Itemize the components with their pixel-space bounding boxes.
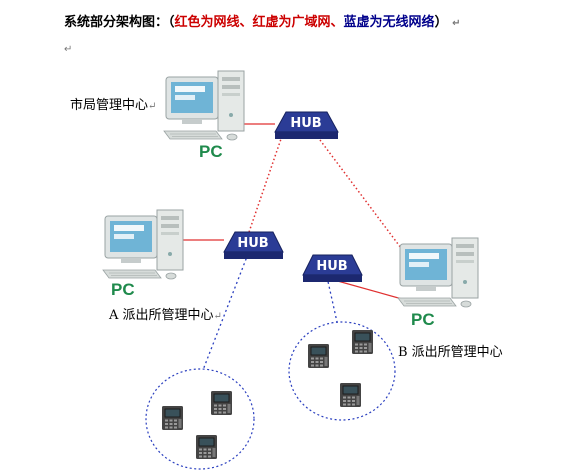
hub-label-top: HUB	[290, 116, 321, 131]
paragraph-mark: ↵	[64, 44, 73, 55]
wired-link-b	[333, 279, 403, 300]
pc-label-station-b: PC	[411, 310, 435, 329]
terminal-icon	[211, 391, 232, 415]
hub-icon-top: HUB	[274, 111, 339, 139]
city-center-label: 市局管理中心↵	[70, 98, 157, 113]
wired-links	[183, 123, 403, 300]
pc-label-station-a: PC	[111, 280, 135, 299]
legend-wan: 红虚为广域网、	[252, 15, 344, 30]
pc-icon-station-b	[397, 237, 479, 308]
wireless-zone-b	[288, 321, 396, 421]
hub-label-right: HUB	[316, 259, 347, 274]
title-prefix: 系统部分架构图：（	[64, 15, 175, 30]
wireless-link-b	[326, 276, 338, 323]
terminal-icon	[352, 330, 373, 354]
wan-link-city-to-b	[319, 139, 405, 253]
wan-link-city-to-a	[247, 135, 283, 236]
wireless-link-a	[202, 253, 249, 371]
wireless-links	[145, 253, 396, 470]
wan-links	[247, 135, 405, 253]
station-b-label: B 派出所管理中心	[398, 345, 503, 360]
terminal-icon	[340, 383, 361, 407]
hub-label-left: HUB	[237, 236, 268, 251]
pc-icon-city-center	[163, 70, 245, 141]
diagram-title: 系统部分架构图：（红色为网线、红虚为广域网、蓝虚为无线网络） ↵	[64, 11, 461, 30]
legend-wireless: 蓝虚为无线网络	[343, 15, 435, 30]
terminal-icon	[196, 435, 217, 459]
hub-icon-left: HUB	[223, 231, 284, 259]
pc-icon-station-a	[102, 209, 184, 280]
pc-label-city-center: PC	[199, 142, 223, 161]
terminal-icon	[308, 344, 329, 368]
legend-wired: 红色为网线、	[174, 15, 253, 30]
wireless-zone-a	[145, 368, 255, 470]
hub-icon-right: HUB	[302, 254, 363, 282]
terminal-icon	[162, 406, 183, 430]
station-a-label: A 派出所管理中心↵	[109, 308, 222, 323]
paragraph-mark: ↵	[452, 18, 461, 29]
title-suffix: ）	[434, 15, 448, 30]
